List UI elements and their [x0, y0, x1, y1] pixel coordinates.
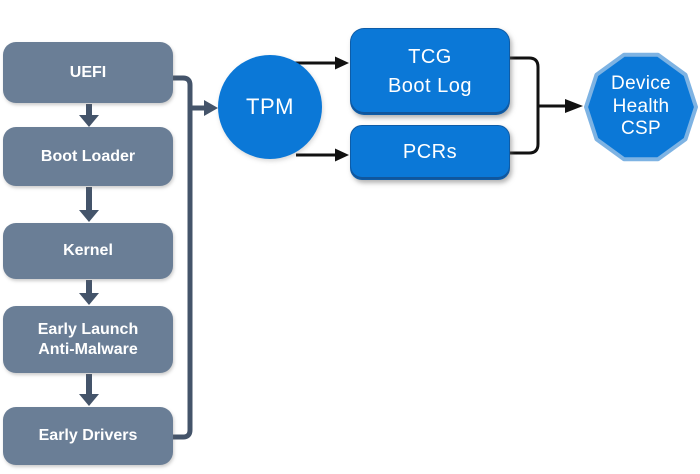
- arrow-junction-to-csp-head: [565, 99, 583, 113]
- node-early-launch-anti-malware-label: Early Launch Anti-Malware: [37, 320, 139, 358]
- arrow-bootloader-to-kernel-head: [79, 210, 99, 222]
- node-tpm-label: TPM: [246, 94, 294, 119]
- device-health-csp-decagon: [584, 52, 698, 162]
- node-device-health-csp-label: Device Health CSP: [611, 73, 671, 140]
- node-boot-loader-label: Boot Loader: [40, 147, 136, 165]
- arrow-tpm-to-tcg-boot-log-head: [335, 56, 349, 70]
- node-early-drivers: Early Drivers: [3, 407, 173, 465]
- node-early-drivers-label: Early Drivers: [38, 427, 138, 445]
- arrow-elam-to-earlydrivers-head: [79, 394, 99, 406]
- node-uefi: UEFI: [3, 42, 173, 103]
- node-pcrs: PCRs: [350, 125, 510, 180]
- node-device-health-csp: Device Health CSP: [586, 54, 696, 160]
- node-pcrs-label: PCRs: [402, 141, 458, 163]
- arrow-tpm-to-pcrs-head: [335, 148, 349, 162]
- arrow-bracket-to-tpm-head: [204, 100, 218, 116]
- node-tpm: TPM: [218, 55, 322, 159]
- node-uefi-label: UEFI: [69, 63, 107, 81]
- node-kernel: Kernel: [3, 223, 173, 279]
- node-early-launch-anti-malware: Early Launch Anti-Malware: [3, 306, 173, 373]
- arrow-kernel-to-elam-head: [79, 293, 99, 305]
- arrow-uefi-to-bootloader-head: [79, 115, 99, 127]
- node-kernel-label: Kernel: [63, 242, 113, 260]
- tpm-output-arrows: [295, 56, 349, 162]
- node-tcg-boot-log: TCG Boot Log: [350, 28, 510, 115]
- node-boot-loader: Boot Loader: [3, 127, 173, 186]
- chain-arrows: [79, 104, 99, 406]
- connector-chain-bracket: [173, 75, 193, 440]
- node-tcg-boot-log-label: TCG Boot Log: [387, 45, 473, 97]
- connector-outputs-junction: [510, 56, 540, 155]
